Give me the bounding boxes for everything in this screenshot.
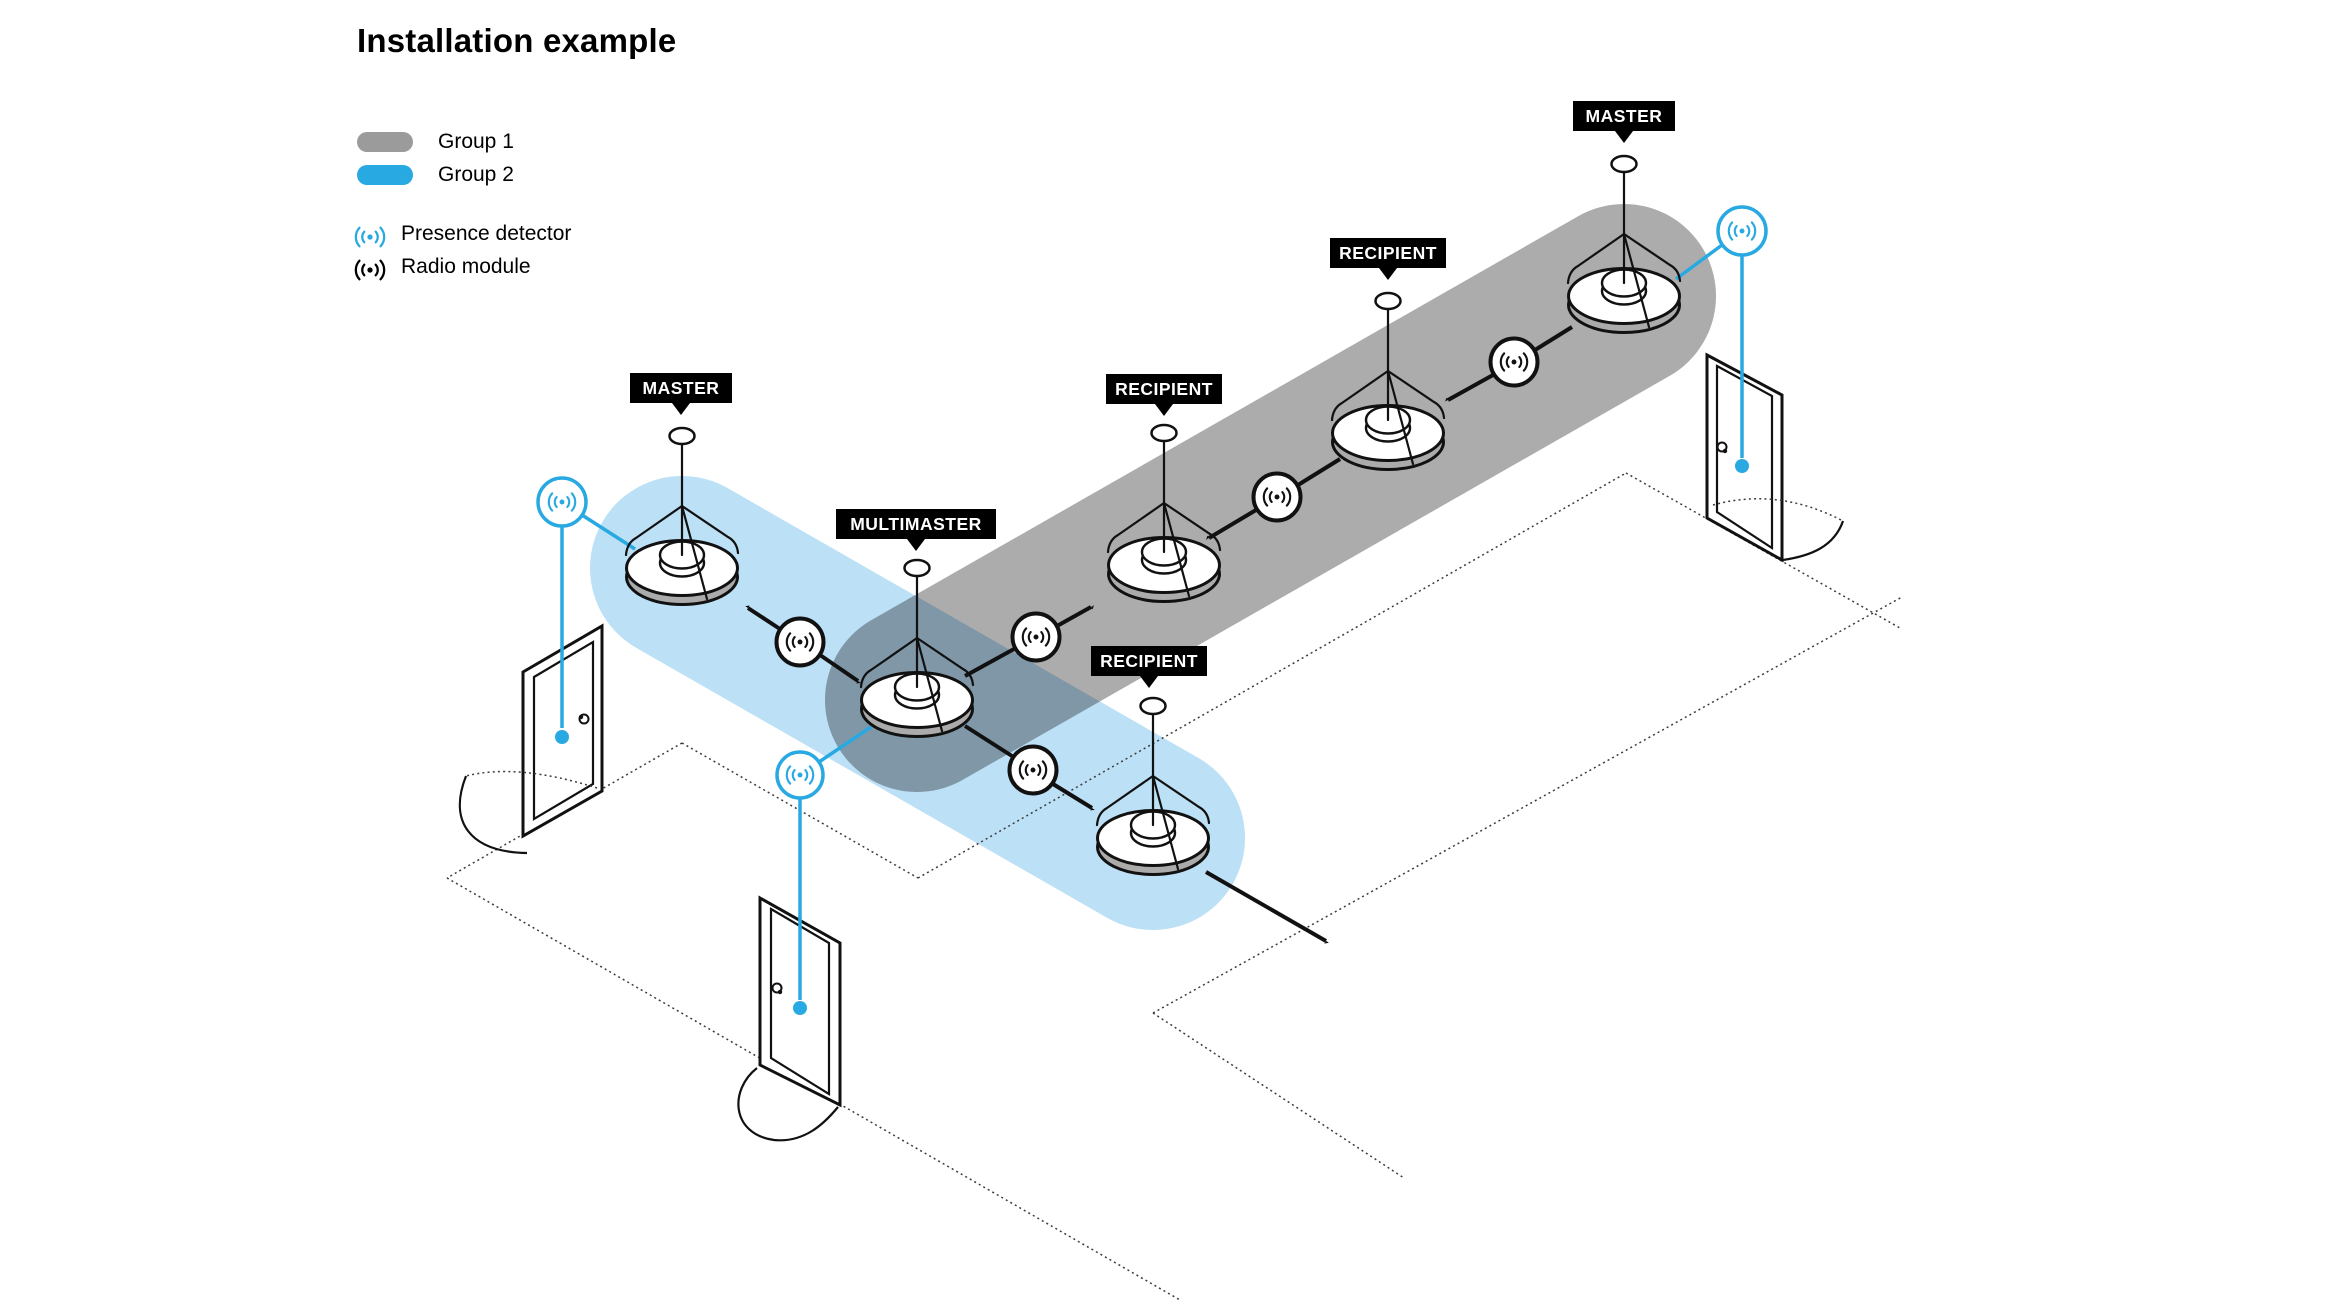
door-sensor-dot [555,730,569,744]
door-sensor-dot [1735,459,1749,473]
presence-detector-right [1674,205,1768,473]
group2-color-swatch [357,165,413,185]
legend-group1: Group 1 [357,130,514,154]
legend-radio-module: Radio module [352,255,531,281]
group1-color-swatch [357,132,413,152]
radio-link-multimaster-recipient-bottom [963,724,1092,808]
radio-waves-icon [354,226,386,248]
exit-arrow [1205,870,1326,941]
radio-waves-icon [354,259,386,281]
node-label-text: RECIPIENT [1100,651,1198,671]
label-multimaster: MULTIMASTER [836,509,996,551]
radio-link-multimaster-recipient-middle [964,607,1091,678]
page-title: Installation example [357,22,677,59]
legend-label: Presence detector [401,222,572,245]
radio-link-master-left-multimaster [748,608,858,681]
presence-detector-bottom [775,725,872,1015]
door-right [1705,352,1845,563]
legend-label: Radio module [401,255,531,278]
label-recipient-bottom: RECIPIENT [1091,646,1207,688]
label-recipient-right: RECIPIENT [1330,238,1446,280]
node-label-text: RECIPIENT [1339,243,1437,263]
radio-link-master-top-recipient-right [1448,325,1574,400]
presence-detector-left [536,476,636,744]
node-label-text: MASTER [643,378,720,398]
door-sensor-dot [793,1001,807,1015]
label-master-left: MASTER [630,373,732,415]
door-handle [1716,441,1728,453]
node-label-text: MASTER [1586,106,1663,126]
label-recipient-middle: RECIPIENT [1106,374,1222,416]
door-handle [771,982,783,994]
radio-link-recipient-right-recipient-middle [1209,457,1342,538]
label-master-top: MASTER [1573,101,1675,143]
door-handle [578,713,590,725]
legend-presence-detector: Presence detector [352,222,572,248]
node-label-text: RECIPIENT [1115,379,1213,399]
legend-group2: Group 2 [357,163,514,187]
legend-label: Group 2 [438,163,514,186]
door-bottom [737,895,842,1142]
door-left [458,623,604,855]
node-label-text: MULTIMASTER [850,514,982,534]
legend-label: Group 1 [438,130,514,153]
